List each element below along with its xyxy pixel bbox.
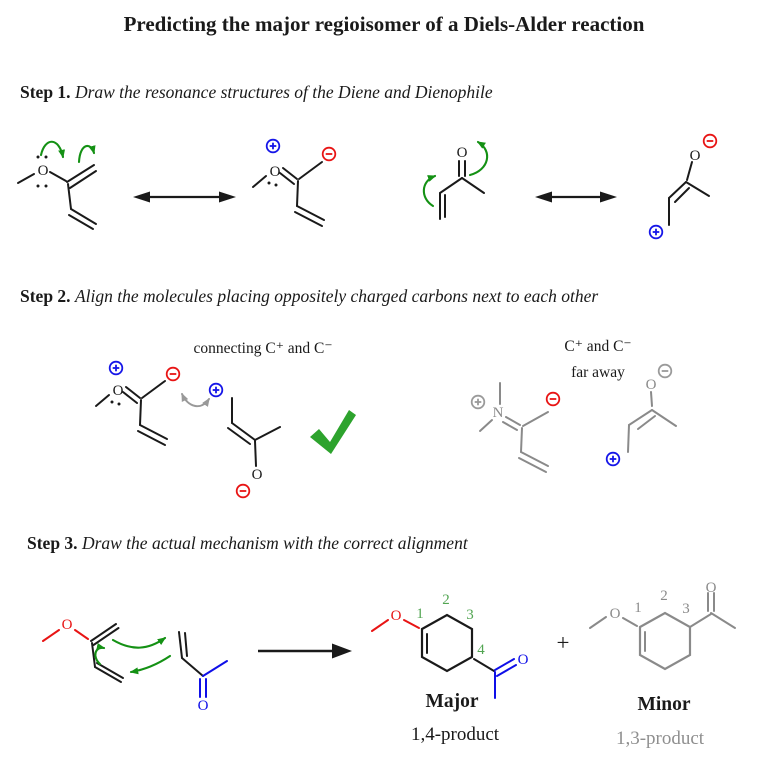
- oxygen-label: O: [38, 163, 49, 179]
- oxygen-label: O: [518, 652, 529, 668]
- curved-arrow-icon: [129, 654, 172, 675]
- step3-text: Draw the actual mechanism with the corre…: [81, 533, 468, 553]
- far-away-line2: far away: [571, 364, 625, 381]
- checkmark-icon: [310, 410, 356, 454]
- ring-number-3: 3: [466, 607, 474, 623]
- far-away-label: C⁺ and C⁻ far away: [564, 334, 631, 386]
- step2-wrong-dienophile-structure: O: [605, 363, 677, 467]
- oxygen-label: O: [270, 164, 281, 180]
- oxygen-label: O: [690, 148, 701, 164]
- step3-dienophile-structure: O: [178, 631, 228, 714]
- minus-charge-icon: [545, 391, 561, 407]
- plus-charge-icon: [648, 224, 664, 240]
- nitrogen-label: N: [493, 405, 504, 421]
- oxygen-label: O: [706, 580, 717, 596]
- minus-charge-icon: [321, 146, 337, 162]
- major-product-sublabel: 1,4-product: [410, 724, 500, 745]
- ring-number-2: 2: [442, 592, 450, 608]
- step1-label: Step 1.: [20, 82, 71, 102]
- curved-arrow-icon: [77, 144, 96, 164]
- curved-arrow-icon: [422, 174, 437, 208]
- oxygen-label: O: [62, 617, 73, 633]
- curved-arrow-icon: [111, 636, 167, 649]
- oxygen-label: O: [457, 145, 468, 161]
- minor-product-sublabel: 1,3-product: [615, 728, 705, 749]
- curved-arrow-icon: [94, 643, 106, 666]
- ring-number-1: 1: [634, 600, 642, 616]
- minor-product-label: Minor: [637, 694, 691, 715]
- plus-sign: +: [556, 630, 570, 655]
- ring-number-1: 1: [416, 606, 424, 622]
- minus-charge-icon: [657, 363, 673, 379]
- step1-heading: Step 1. Draw the resonance structures of…: [20, 82, 493, 103]
- resonance-arrow-icon: [133, 191, 236, 203]
- double-curved-arrow-icon: [181, 392, 210, 408]
- step3-heading: Step 3. Draw the actual mechanism with t…: [27, 533, 468, 554]
- step2-text: Align the molecules placing oppositely c…: [74, 286, 599, 306]
- curved-arrow-icon: [39, 140, 66, 159]
- far-away-line1: C⁺ and C⁻: [564, 338, 632, 355]
- ring-number-3: 3: [682, 601, 690, 617]
- connecting-label: connecting C⁺ and C⁻: [193, 340, 333, 357]
- plus-charge-icon: [208, 382, 224, 398]
- ring-number-2: 2: [660, 588, 668, 604]
- resonance-arrow-icon: [535, 191, 617, 203]
- step1-text: Draw the resonance structures of the Die…: [74, 82, 493, 102]
- major-product-structure: O 1 2 3 4 O: [371, 592, 529, 699]
- minus-charge-icon: [702, 133, 718, 149]
- page-title: Predicting the major regioisomer of a Di…: [123, 12, 645, 36]
- major-product-label: Major: [425, 691, 479, 712]
- step2-heading: Step 2. Align the molecules placing oppo…: [20, 286, 598, 307]
- step1-dienophile-resonance-structure: O: [648, 133, 718, 240]
- step1-dienophile-structure: O: [422, 140, 489, 220]
- minus-charge-icon: [235, 483, 251, 499]
- step2-dienophile-structure: O: [208, 382, 281, 499]
- reaction-arrow-icon: [258, 643, 352, 659]
- step2-diene-structure: O: [95, 360, 181, 446]
- oxygen-label: O: [646, 377, 657, 393]
- oxygen-label: O: [113, 383, 124, 399]
- oxygen-label: O: [198, 698, 209, 714]
- step2-wrong-diene-structure: N: [470, 382, 561, 473]
- step3-label: Step 3.: [27, 533, 78, 553]
- plus-charge-icon: [265, 138, 281, 154]
- ring-number-4: 4: [477, 642, 485, 658]
- minor-product-structure: O 1 2 3 O: [589, 580, 736, 671]
- oxygen-label: O: [610, 606, 621, 622]
- step2-label: Step 2.: [20, 286, 71, 306]
- oxygen-label: O: [252, 467, 263, 483]
- step1-diene-resonance-structure: O: [252, 138, 337, 227]
- plus-charge-icon: [605, 451, 621, 467]
- curved-arrow-icon: [468, 140, 489, 177]
- step3-diene-structure: O: [42, 617, 172, 683]
- oxygen-label: O: [391, 608, 402, 624]
- plus-charge-icon: [108, 360, 124, 376]
- plus-charge-icon: [470, 394, 486, 410]
- minus-charge-icon: [165, 366, 181, 382]
- step1-diene-structure: O: [17, 140, 97, 230]
